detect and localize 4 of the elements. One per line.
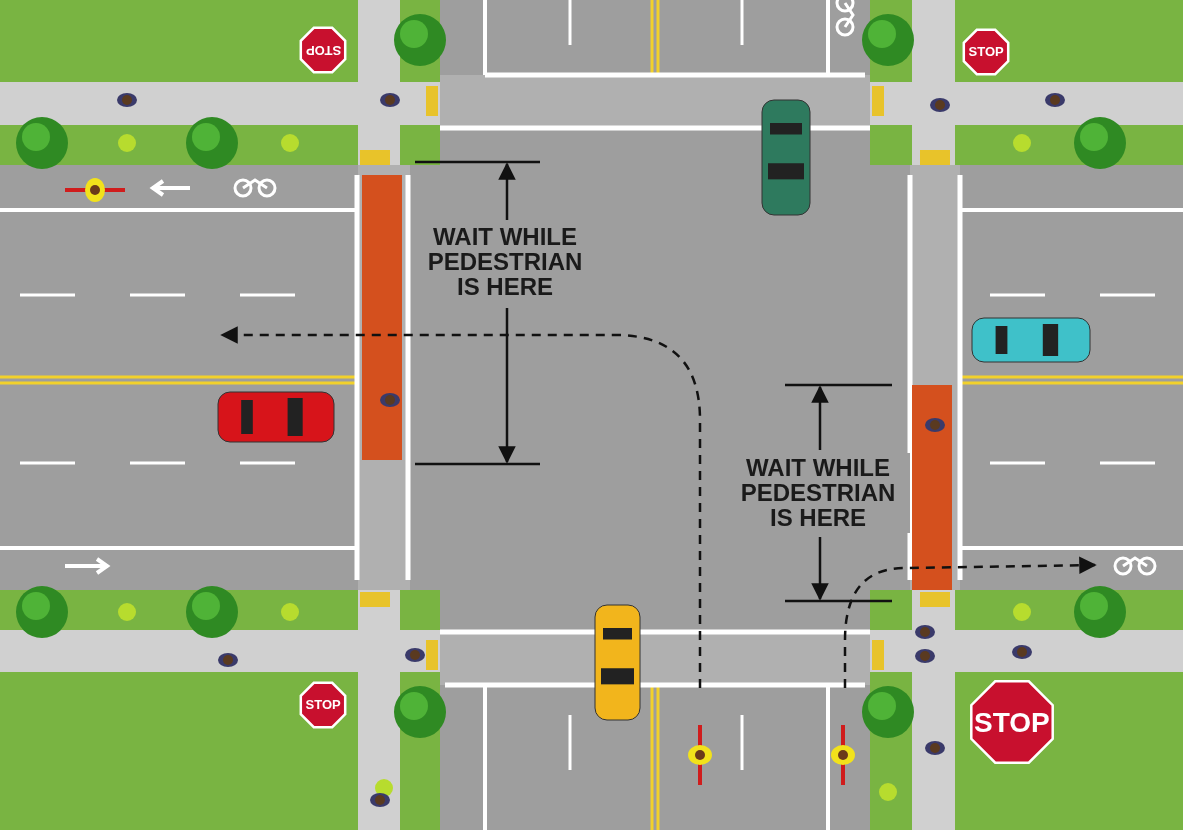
sign-text: STOP bbox=[305, 43, 341, 57]
sign-text: STOP bbox=[968, 45, 1004, 59]
sign-text: STOP bbox=[974, 707, 1050, 737]
sign-text: STOP bbox=[305, 698, 341, 712]
